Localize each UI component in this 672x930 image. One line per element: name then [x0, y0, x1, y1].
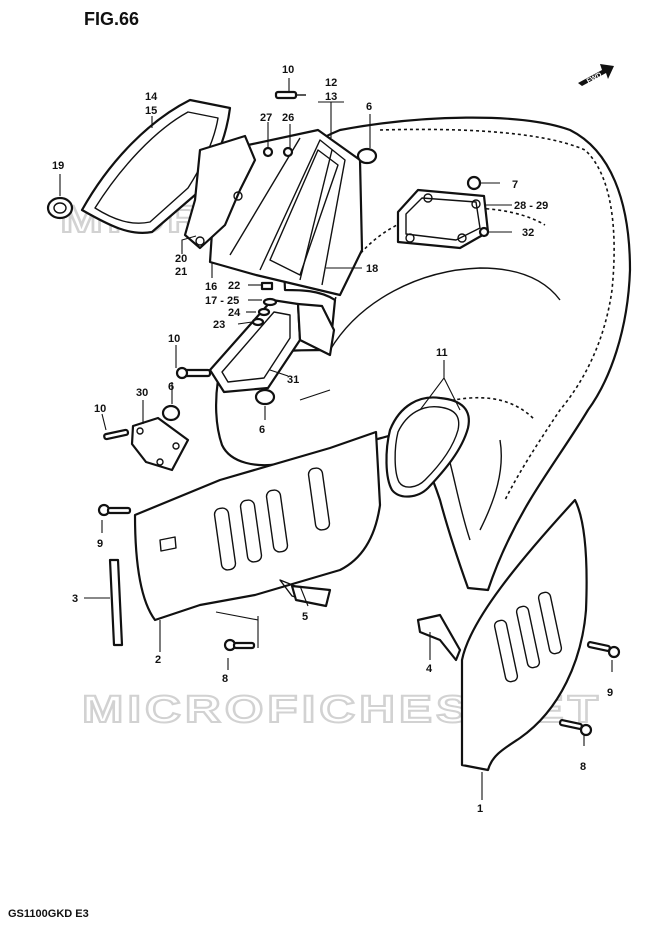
- callout-1: 1: [477, 803, 483, 815]
- callout-23: 23: [213, 319, 225, 331]
- rear-window-frame: [385, 396, 470, 498]
- callout-30: 30: [136, 387, 148, 399]
- callout-6: 6: [168, 381, 174, 393]
- callout-28-29: 28 - 29: [514, 200, 548, 212]
- callout-26: 26: [282, 112, 294, 124]
- fwd-label: FWD: [586, 72, 603, 86]
- lower-grille-frame: [208, 298, 336, 394]
- small-parts-22-25: [251, 281, 278, 327]
- right-side-panel: [460, 498, 588, 772]
- callout-9: 9: [607, 687, 613, 699]
- callout-20: 20: [175, 253, 187, 265]
- screw-9-right: [586, 641, 621, 659]
- callout-16: 16: [205, 281, 217, 293]
- callout-15: 15: [145, 105, 157, 117]
- callout-12: 12: [325, 77, 337, 89]
- callout-14: 14: [145, 91, 158, 103]
- clip-6-left: [161, 404, 181, 422]
- screw-32: [478, 226, 490, 238]
- side-cover-panel: [80, 98, 232, 234]
- callout-18: 18: [366, 263, 378, 275]
- bolt-10-mid: [175, 366, 212, 380]
- callout-4: 4: [426, 663, 433, 675]
- small-bracket-4: [416, 613, 462, 662]
- callout-6: 6: [259, 424, 265, 436]
- callout-10: 10: [94, 403, 106, 415]
- callout-8: 8: [222, 673, 228, 685]
- screw-8-right: [558, 719, 593, 737]
- callout-32: 32: [522, 227, 534, 239]
- small-plate: [130, 416, 190, 472]
- callout-10: 10: [282, 64, 294, 76]
- inner-bracket: [183, 134, 257, 250]
- small-bracket-5: [290, 584, 332, 608]
- clip-6-top: [356, 147, 378, 165]
- callout-24: 24: [228, 307, 241, 319]
- cover-plate: [396, 188, 490, 250]
- callout-22: 22: [228, 280, 240, 292]
- screw-8-left: [223, 638, 256, 652]
- bolt-10-left: [103, 428, 130, 441]
- callout-labels: 10 12 13 14 15 6 27 26 19 7 28 - 29 32 2…: [52, 64, 613, 815]
- screw-9-left: [97, 503, 132, 517]
- model-code: GS1100GKD E3: [8, 908, 89, 920]
- callout-19: 19: [52, 160, 64, 172]
- callout-27: 27: [260, 112, 272, 124]
- callout-5: 5: [302, 611, 308, 623]
- grommet-19: [46, 196, 74, 220]
- left-side-panel: [133, 430, 382, 622]
- callout-31: 31: [287, 374, 299, 386]
- fwd-arrow-icon: FWD: [578, 64, 614, 86]
- screws-26-27: [262, 146, 294, 158]
- leader-lines: [59, 78, 613, 800]
- callout-6: 6: [366, 101, 372, 113]
- callout-7: 7: [512, 179, 518, 191]
- figure-title: FIG.66: [84, 9, 139, 29]
- callout-9: 9: [97, 538, 103, 550]
- callout-21: 21: [175, 266, 187, 278]
- callout-10: 10: [168, 333, 180, 345]
- callout-8: 8: [580, 761, 586, 773]
- callout-13: 13: [325, 91, 337, 103]
- clip-6-right: [254, 388, 276, 406]
- nut-7: [466, 175, 482, 191]
- callout-2: 2: [155, 654, 161, 666]
- callout-11: 11: [436, 347, 448, 359]
- bolt-10-top: [274, 90, 306, 100]
- callout-17-25: 17 - 25: [205, 295, 239, 307]
- long-rod: [108, 558, 124, 647]
- callout-3: 3: [72, 593, 78, 605]
